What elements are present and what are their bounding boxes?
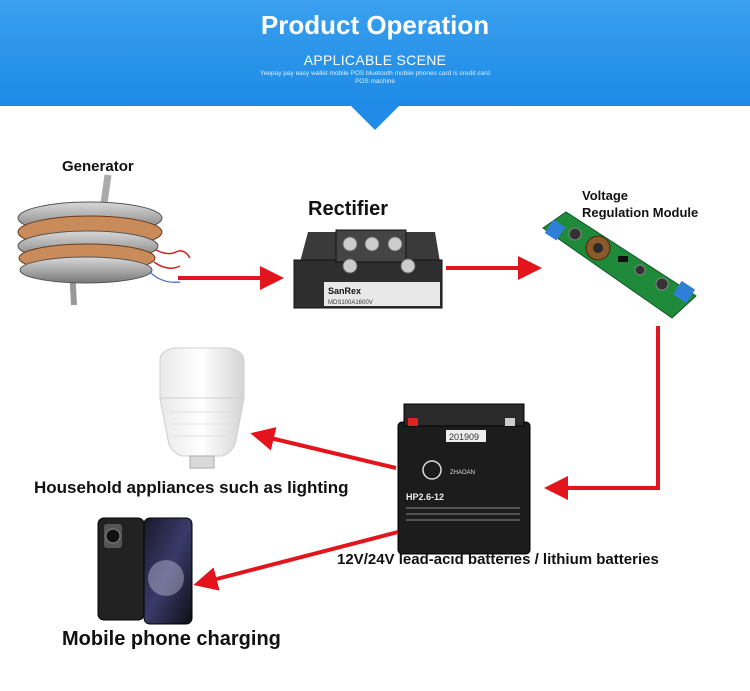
page-tagline: Yeepay pay easy wallet mobile POS blueto…: [260, 70, 490, 85]
label-rectifier: Rectifier: [308, 198, 389, 220]
rectifier-image: SanRex MDS100A1600V: [293, 229, 443, 309]
header-banner: [0, 0, 750, 106]
label-voltage-line1: Voltage: [582, 188, 628, 203]
banner-notch: [349, 104, 401, 130]
label-mobile: Mobile phone charging: [62, 628, 281, 650]
page-subtitle: APPLICABLE SCENE: [303, 52, 447, 68]
battery-brand: ZHAOAN: [450, 470, 475, 476]
battery-sticker: 201909: [449, 432, 479, 442]
page-title: Product Operation: [260, 10, 490, 40]
label-generator: Generator: [62, 158, 134, 175]
voltage-module-image: [542, 211, 697, 319]
arrow-battery-to-phone: [193, 530, 399, 591]
arrow-battery-to-lighting: [250, 427, 397, 470]
battery-model: HP2.6-12: [406, 492, 444, 502]
light-bulb-image: [159, 347, 245, 469]
generator-image: [17, 174, 191, 306]
label-voltage-line2: Regulation Module: [582, 205, 699, 220]
label-battery: 12V/24V lead-acid batteries / lithium ba…: [337, 551, 659, 568]
label-voltage-module: Voltage Regulation Module: [582, 187, 742, 221]
label-household: Household appliances such as lighting: [34, 478, 349, 497]
rectifier-model: MDS100A1600V: [328, 300, 373, 306]
phones-image: [97, 517, 193, 625]
battery-image: 201909 ZHAOAN HP2.6-12: [397, 403, 531, 555]
rectifier-brand: SanRex: [328, 286, 361, 296]
arrow-module-to-battery: [544, 326, 660, 500]
